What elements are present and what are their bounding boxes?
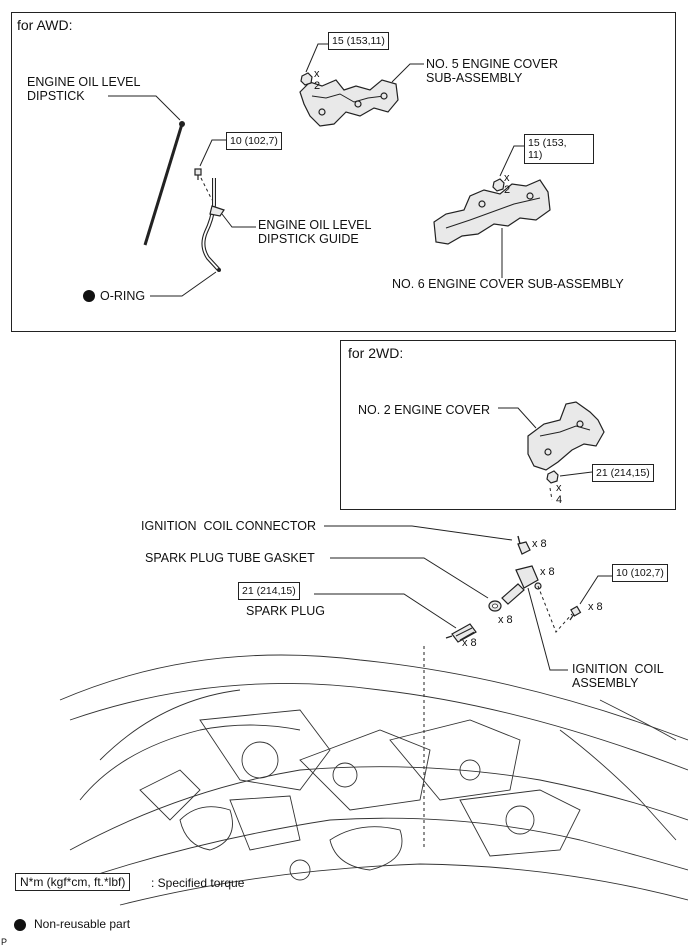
corner-mark: P <box>1 937 8 947</box>
spark-plug <box>445 623 477 643</box>
legend-torque-box: N*m (kgf*cm, ft.*lbf) <box>15 873 131 891</box>
spark-plug-tube-gasket <box>488 600 502 612</box>
legend-nonreusable-text: Non-reusable part <box>34 917 131 931</box>
gasket-qty: x 8 <box>498 614 513 626</box>
cover2-qty: x 4 <box>556 482 563 506</box>
coil-qty: x 8 <box>540 566 555 578</box>
spark-plug-qty: x 8 <box>462 637 477 649</box>
awd-panel-title: for AWD: <box>17 17 73 33</box>
engine-bay-illustration <box>59 654 688 906</box>
coil-connector-label: IGNITION COIL CONNECTOR <box>141 519 317 533</box>
cover5-label: NO. 5 ENGINE COVER SUB-ASSEMBLY <box>426 57 558 85</box>
dipstick-guide-label: ENGINE OIL LEVEL DIPSTICK GUIDE <box>258 218 372 246</box>
dipstick-label: ENGINE OIL LEVEL DIPSTICK <box>27 75 141 103</box>
cover6-nut <box>492 178 505 192</box>
cover5-nut <box>300 72 313 86</box>
cover2-nut <box>546 470 559 484</box>
engine-oil-level-dipstick-guide <box>201 178 225 272</box>
engine-oil-level-dipstick <box>143 121 185 246</box>
oring-label: O-RING <box>100 289 146 303</box>
guide-bolt <box>194 168 202 180</box>
cover5-torque-box: 15 (153,11) <box>328 32 389 50</box>
no5-engine-cover <box>299 79 399 127</box>
2wd-panel-title: for 2WD: <box>348 345 404 361</box>
2wd-panel-frame <box>340 340 676 510</box>
cover2-label: NO. 2 ENGINE COVER <box>358 403 490 417</box>
cover6-label: NO. 6 ENGINE COVER SUB-ASSEMBLY <box>392 277 624 291</box>
ignition-coil-assembly <box>501 565 542 605</box>
coil-bolt-torque-box: 10 (102,7) <box>612 564 668 582</box>
awd-panel-frame <box>11 12 676 332</box>
cover6-qty: x 2 <box>504 172 511 196</box>
coil-bolt <box>569 605 582 621</box>
ignition-coil-connector <box>517 535 531 555</box>
oring-nonreusable-dot <box>83 290 95 302</box>
spark-plug-torque-box: 21 (214,15) <box>238 582 300 600</box>
cover5-qty: x 2 <box>314 68 321 92</box>
coil-assembly-label: IGNITION COIL ASSEMBLY <box>572 662 664 690</box>
guide-torque-box: 10 (102,7) <box>226 132 282 150</box>
legend-torque-text: : Specified torque <box>151 876 245 890</box>
nonreusable-legend-dot <box>14 919 26 931</box>
tube-gasket-label: SPARK PLUG TUBE GASKET <box>145 551 315 565</box>
spark-plug-label: SPARK PLUG <box>246 604 325 618</box>
no2-engine-cover <box>527 401 605 471</box>
cover6-torque-box: 15 (153, 11) <box>524 134 594 164</box>
coil-bolt-qty: x 8 <box>588 601 603 613</box>
connector-qty: x 8 <box>532 538 547 550</box>
cover2-torque-box: 21 (214,15) <box>592 464 654 482</box>
no6-engine-cover <box>433 179 551 245</box>
